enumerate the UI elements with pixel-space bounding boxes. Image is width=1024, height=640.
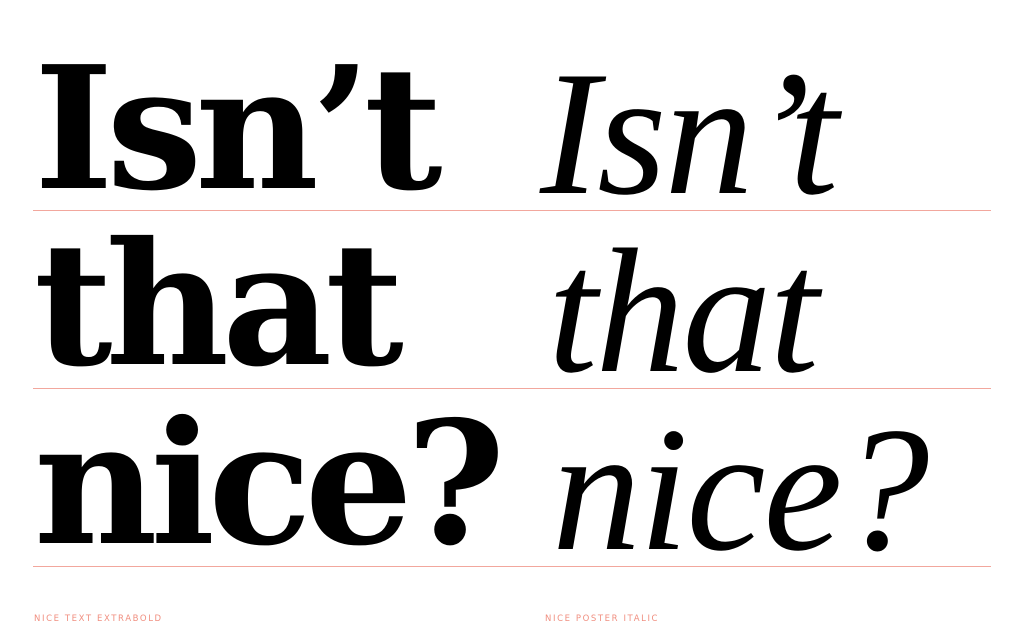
baseline-rule-1 — [33, 210, 991, 211]
bold-line-1: Isn’t — [34, 29, 443, 229]
baseline-rule-3 — [33, 566, 991, 567]
italic-line-2: that — [548, 212, 819, 410]
italic-line-3: nice? — [552, 390, 929, 588]
caption-right: NICE POSTER ITALIC — [545, 614, 660, 624]
baseline-rule-2 — [33, 388, 991, 389]
bold-line-2: that — [34, 205, 404, 405]
bold-line-3: nice? — [34, 384, 505, 584]
caption-left: NICE TEXT EXTRABOLD — [34, 614, 163, 624]
italic-line-1: Isn’t — [540, 34, 839, 232]
